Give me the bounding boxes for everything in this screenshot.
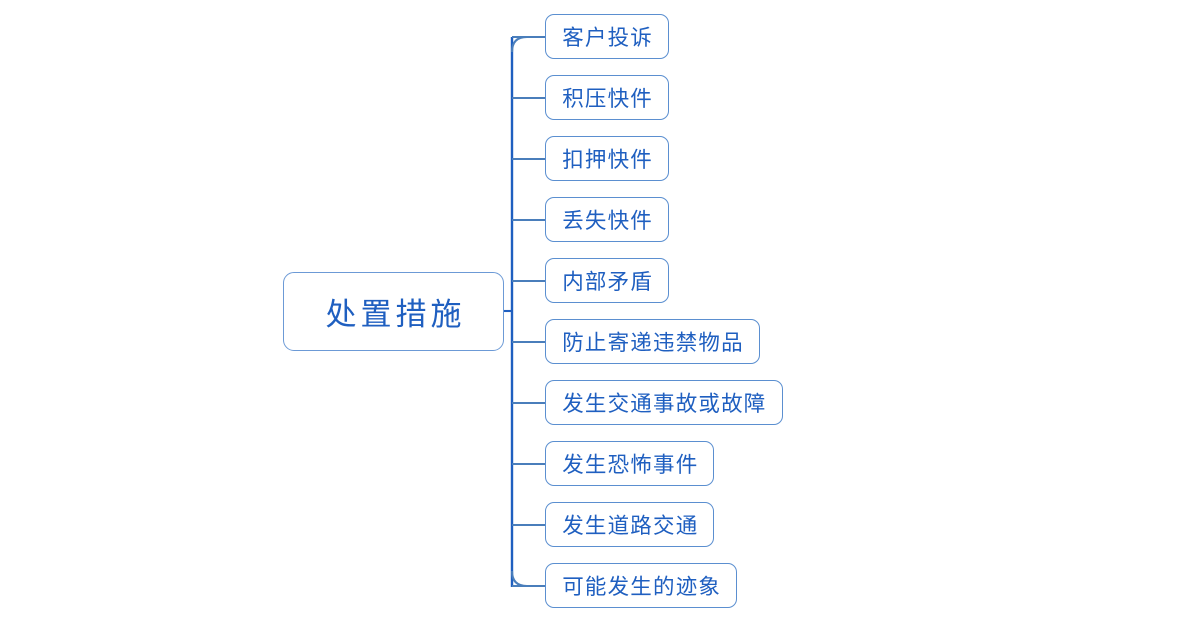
spine-top-curve — [510, 35, 528, 53]
child-node-10[interactable]: 可能发生的迹象 — [545, 563, 738, 608]
child-node-7[interactable]: 发生交通事故或故障 — [545, 380, 783, 425]
spine-bottom-curve — [510, 570, 528, 588]
child-node-6[interactable]: 防止寄递违禁物品 — [545, 319, 760, 364]
root-node[interactable]: 处置措施 — [283, 272, 504, 351]
child-node-5[interactable]: 内部矛盾 — [545, 258, 669, 303]
child-node-1[interactable]: 客户投诉 — [545, 14, 669, 59]
child-node-3[interactable]: 扣押快件 — [545, 136, 669, 181]
child-node-8[interactable]: 发生恐怖事件 — [545, 441, 715, 486]
child-node-2[interactable]: 积压快件 — [545, 75, 669, 120]
child-node-4[interactable]: 丢失快件 — [545, 197, 669, 242]
child-node-9[interactable]: 发生道路交通 — [545, 502, 715, 547]
